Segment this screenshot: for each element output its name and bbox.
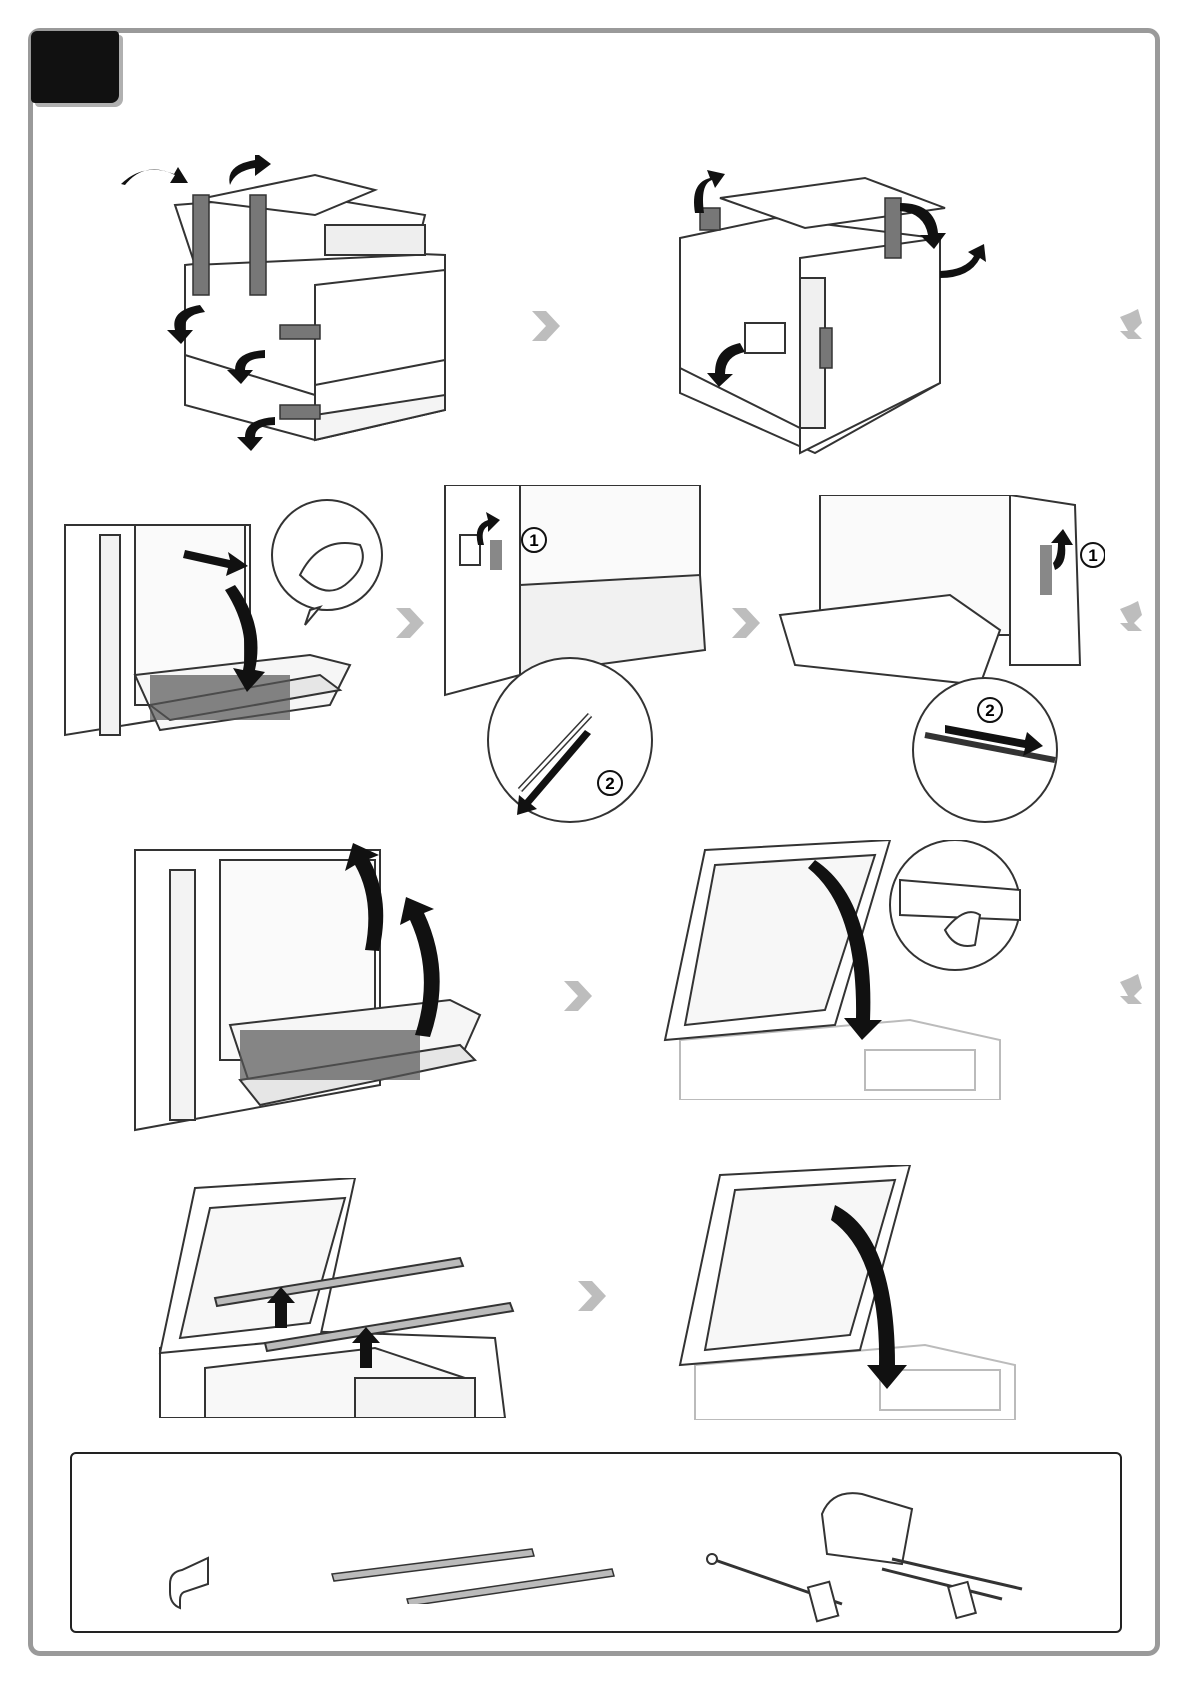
packing-material-clips	[702, 1484, 1042, 1629]
feeder-strips-icon	[155, 1178, 515, 1418]
clips-and-sheet-icon	[702, 1484, 1042, 1624]
printer-front-tape-icon	[115, 155, 455, 465]
feeder-open-icon	[660, 840, 1040, 1100]
next-arrow-1	[528, 305, 562, 347]
next-arrow-2	[392, 602, 426, 644]
panel-remove-protective-strips	[155, 1178, 515, 1418]
printer-rear-tape-icon	[655, 168, 1015, 468]
svg-text:2: 2	[985, 701, 994, 720]
svg-text:1: 1	[529, 531, 538, 550]
panel-remove-clip-right: 1 2	[775, 495, 1105, 830]
printer-rear-cover-open-icon	[60, 495, 400, 740]
panel-remove-clip-left: 1 2	[440, 485, 710, 830]
protective-strips-icon	[327, 1544, 617, 1604]
svg-text:2: 2	[605, 774, 614, 793]
panel-open-feeder	[660, 840, 1040, 1100]
panel-close-rear-cover	[130, 830, 490, 1135]
tape-piece-icon	[160, 1554, 220, 1614]
printer-clip-left-icon: 1 2	[440, 485, 710, 830]
feeder-close-icon	[675, 1165, 1035, 1420]
next-arrow-4	[560, 975, 594, 1017]
step-number-badge	[31, 31, 119, 103]
panel-open-rear-cover	[60, 495, 400, 740]
panel-remove-tape-front	[115, 155, 455, 465]
printer-rear-cover-close-icon	[130, 830, 490, 1135]
panel-remove-tape-rear	[655, 168, 1015, 468]
svg-text:1: 1	[1088, 546, 1097, 565]
continue-arrow-2	[1112, 597, 1146, 639]
continue-arrow-1	[1112, 305, 1146, 347]
next-arrow-5	[574, 1275, 608, 1317]
panel-close-feeder	[675, 1165, 1035, 1420]
packing-material-strips	[327, 1544, 617, 1609]
printer-clip-right-icon: 1 2	[775, 495, 1105, 830]
packing-materials-box	[70, 1452, 1122, 1633]
continue-arrow-3	[1112, 970, 1146, 1012]
next-arrow-3	[728, 602, 762, 644]
packing-material-tape	[160, 1554, 220, 1619]
